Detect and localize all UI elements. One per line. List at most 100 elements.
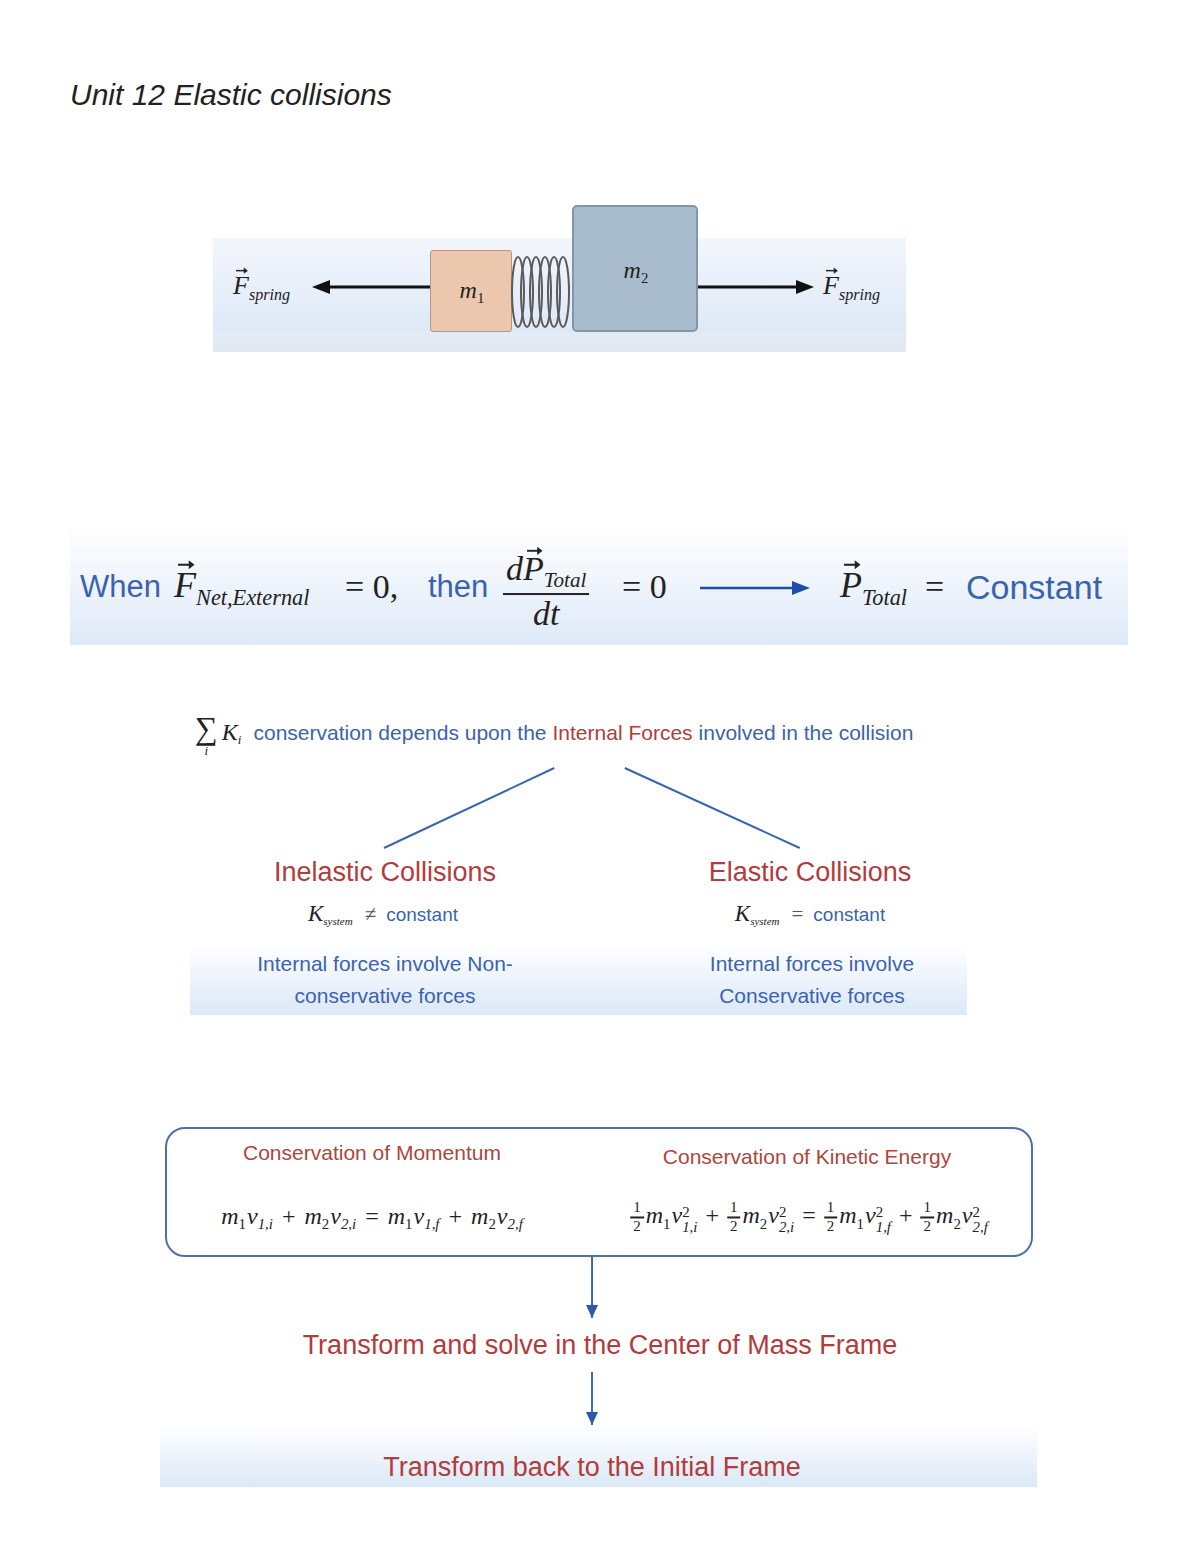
vector-arrow [236,267,248,274]
text-run: 12m1v21,i+12m2v22,i=12m1v21,f+12m2v22,f [630,1199,988,1236]
text-run: Ksystem≠constant [308,900,458,928]
vector-arrow-head [855,560,861,569]
math-text: v [865,1202,876,1228]
superscript: 2 [779,1205,794,1221]
illustration-band: FspringFspringm1m2 [213,238,906,352]
vector-arrow-head [537,547,542,555]
fraction: 12 [630,1199,644,1234]
math-text: P [840,564,862,607]
subscript: spring [839,286,880,303]
step-text: Transform back to the Initial Frame [383,1452,801,1482]
connector [586,1372,598,1425]
force-symbol: F [823,270,839,301]
step-band: Transform back to the Initial Frame [160,1425,1037,1487]
statement-text: ∑iKiconservation depends upon theInterna… [190,712,965,768]
operator: = [802,1202,816,1228]
subscript: 2 [953,1216,960,1232]
text-run: Elastic Collisions [709,856,912,888]
fraction: 12 [824,1199,838,1234]
text-run: Inelastic Collisions [274,856,496,888]
subscript: 1 [857,1216,864,1232]
math-text: = 0, [345,568,398,605]
math-text: m [221,1203,238,1229]
body-text: Internal forces involve Conservative for… [662,948,962,1012]
numerator: 1 [630,1199,644,1218]
math-text: v [497,1203,508,1229]
vector-arrow-head [189,560,195,569]
equation-band: WhenFNet,External= 0,thendPTotaldt= 0PTo… [70,525,1128,645]
script-stack: 22,i [779,1205,794,1236]
subscript: Total [862,585,907,610]
connector [625,768,800,848]
subscript: 2 [322,1216,329,1232]
math-text: = [792,902,804,926]
denominator: 2 [630,1218,644,1235]
equation-word: When [80,569,161,604]
sum-index: i [205,744,209,757]
text-run: FNet,External [174,563,309,612]
math-text: 2 [730,1218,738,1234]
subscript: 2,f [507,1216,522,1232]
fraction: 12 [727,1199,741,1234]
text-run: Transform back to the Initial Frame [383,1451,801,1483]
step-text: Transform and solve in the Center of Mas… [280,1318,920,1372]
vector-arrow-head [834,267,838,273]
math-text: = [925,568,944,605]
vector-arrow [826,267,838,274]
math-text: K [308,901,323,926]
sum-symbol: ∑i [195,712,218,757]
subscript: 2 [760,1216,767,1232]
math-text: 2 [827,1218,835,1234]
mass-label: m [624,257,641,283]
math-text: 1 [633,1199,641,1215]
subscript: 1 [405,1216,412,1232]
denominator: 2 [921,1218,935,1235]
text-run: Fspring [823,270,880,304]
subscript: 2 [488,1216,495,1232]
body-text: Internal forces involve Non-conservative… [235,948,535,1012]
denominator: 2 [824,1218,838,1235]
math-text: P [523,550,544,587]
vector-arrow [178,559,195,569]
subscript: 1,f [876,1221,891,1237]
superscript: 2 [972,1205,987,1221]
equations-box: Conservation of Momentum Conservation of … [165,1127,1033,1257]
force-symbol: F [233,270,249,301]
math-text: ≠ [365,902,377,926]
subscript: 1 [477,290,484,306]
arrow-head [586,1412,598,1425]
equation-heading: Conservation of Momentum [243,1141,501,1164]
subscript: 1,i [682,1221,697,1237]
equation-heading: Conservation of Kinetic Energy [663,1145,951,1168]
math-text: m [471,1203,488,1229]
operator: + [899,1202,913,1228]
page-title: Unit 12 Elastic collisions [70,78,392,112]
math-text: v [330,1203,341,1229]
text-run: m1v1,i+m2v2,i=m1v1,f+m2v2,f [221,1202,523,1234]
subscript: 2 [641,270,648,286]
script-stack: 22,f [972,1205,987,1236]
subscript: i [238,732,242,747]
condition-text: constant [813,904,885,925]
vector-arrow [527,546,543,556]
equation-word: then [428,569,488,604]
math-text: F [174,564,196,607]
subscript: system [323,915,352,927]
math-text: v [671,1202,682,1228]
subscript: 1 [663,1216,670,1232]
text-run: dPTotaldt [503,550,589,632]
math-text: 2 [633,1218,641,1234]
math-text: 1 [730,1199,738,1215]
math-text: m [304,1203,321,1229]
text-run: Fspring [233,270,290,304]
math-text: m [388,1203,405,1229]
math-text: v [414,1203,425,1229]
step-text: Transform and solve in the Center of Mas… [303,1330,898,1360]
category-heading: Inelastic Collisions [274,857,496,887]
connector [586,1257,598,1318]
subscript: Net,External [196,585,309,610]
text-run: Conservation of Momentum [243,1140,501,1165]
fraction: 12 [921,1199,935,1234]
math-text: d [506,550,523,587]
